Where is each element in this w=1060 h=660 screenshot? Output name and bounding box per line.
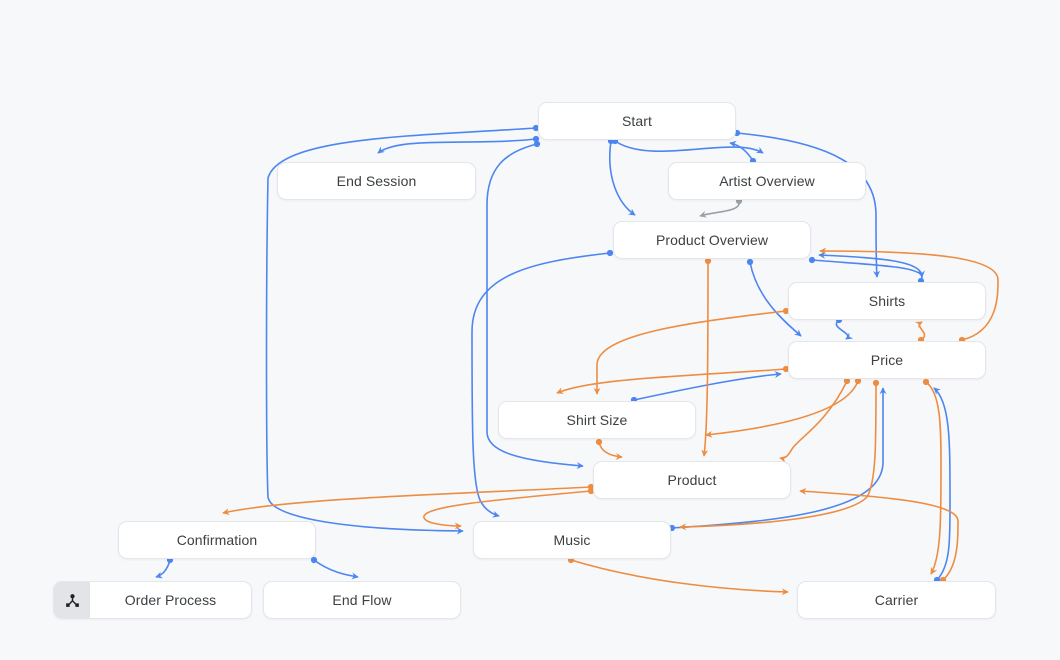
- node-music[interactable]: Music: [473, 521, 671, 559]
- node-end-flow[interactable]: End Flow: [263, 581, 461, 619]
- edge-price-to-product-top: [779, 380, 848, 463]
- node-label-product-overview: Product Overview: [655, 232, 769, 248]
- edge-artist-overview-to-product-overview: [699, 200, 740, 218]
- edge-confirmation-to-end-flow: [313, 559, 359, 580]
- node-product-overview[interactable]: Product Overview: [613, 221, 811, 259]
- node-label-shirts: Shirts: [868, 293, 906, 309]
- node-start[interactable]: Start: [538, 102, 736, 140]
- edge-price-to-shirt-size-right: [705, 380, 859, 438]
- node-label-music: Music: [553, 532, 591, 548]
- edge-source-dot-start: [533, 140, 541, 148]
- edge-start-to-artist-overview: [614, 140, 764, 154]
- node-product[interactable]: Product: [593, 461, 791, 499]
- node-label-price: Price: [870, 352, 904, 368]
- edge-artist-overview-to-start: [729, 140, 754, 162]
- edge-start-to-end-session: [377, 138, 537, 154]
- node-shirt-size[interactable]: Shirt Size: [498, 401, 696, 439]
- node-confirmation[interactable]: Confirmation: [118, 521, 316, 559]
- edge-product-overview-to-product: [701, 260, 709, 457]
- edge-product-to-confirmation: [222, 486, 592, 516]
- edge-source-dot-product-overview: [746, 258, 754, 266]
- node-artist-overview[interactable]: Artist Overview: [668, 162, 866, 200]
- node-shirts[interactable]: Shirts: [788, 282, 986, 320]
- node-label-artist-overview: Artist Overview: [719, 173, 815, 189]
- node-label-start: Start: [621, 113, 653, 129]
- edge-price-to-shirt-size: [556, 368, 787, 394]
- node-carrier[interactable]: Carrier: [797, 581, 996, 619]
- node-label-order-process: Order Process: [124, 592, 217, 608]
- node-label-end-session: End Session: [336, 173, 417, 189]
- edge-shirt-size-to-price: [633, 371, 782, 401]
- edge-shirts-to-price: [835, 319, 854, 340]
- edge-product-overview-to-shirts: [811, 259, 925, 278]
- edge-shirts-to-shirt-size: [593, 310, 787, 395]
- node-label-product: Product: [667, 472, 717, 488]
- edge-source-dot-price: [922, 378, 930, 386]
- edge-music-to-carrier: [570, 559, 789, 596]
- edge-price-to-shirts: [914, 321, 926, 341]
- edge-shirt-size-to-product: [598, 441, 623, 460]
- node-label-shirt-size: Shirt Size: [566, 412, 628, 428]
- node-label-confirmation: Confirmation: [176, 532, 258, 548]
- edge-start-to-product-overview: [609, 140, 636, 216]
- edge-product-overview-to-music: [471, 252, 611, 518]
- edge-carrier-to-price: [933, 387, 951, 581]
- node-label-carrier: Carrier: [874, 592, 919, 608]
- node-price[interactable]: Price: [788, 341, 986, 379]
- edge-carrier-to-product: [799, 487, 959, 581]
- node-label-end-flow: End Flow: [332, 592, 392, 608]
- edge-music-to-price: [671, 387, 887, 529]
- edge-confirmation-to-order-process: [155, 559, 171, 579]
- edge-shirts-to-product-overview: [818, 251, 923, 282]
- edge-price-to-carrier: [925, 381, 942, 575]
- workflow-icon: [54, 582, 90, 618]
- edge-price-to-music: [679, 382, 877, 531]
- node-end-session[interactable]: End Session: [277, 162, 476, 200]
- edge-source-dot-price: [872, 379, 880, 387]
- edge-source-dot-shirt-size: [595, 438, 603, 446]
- node-order-process[interactable]: Order Process: [53, 581, 252, 619]
